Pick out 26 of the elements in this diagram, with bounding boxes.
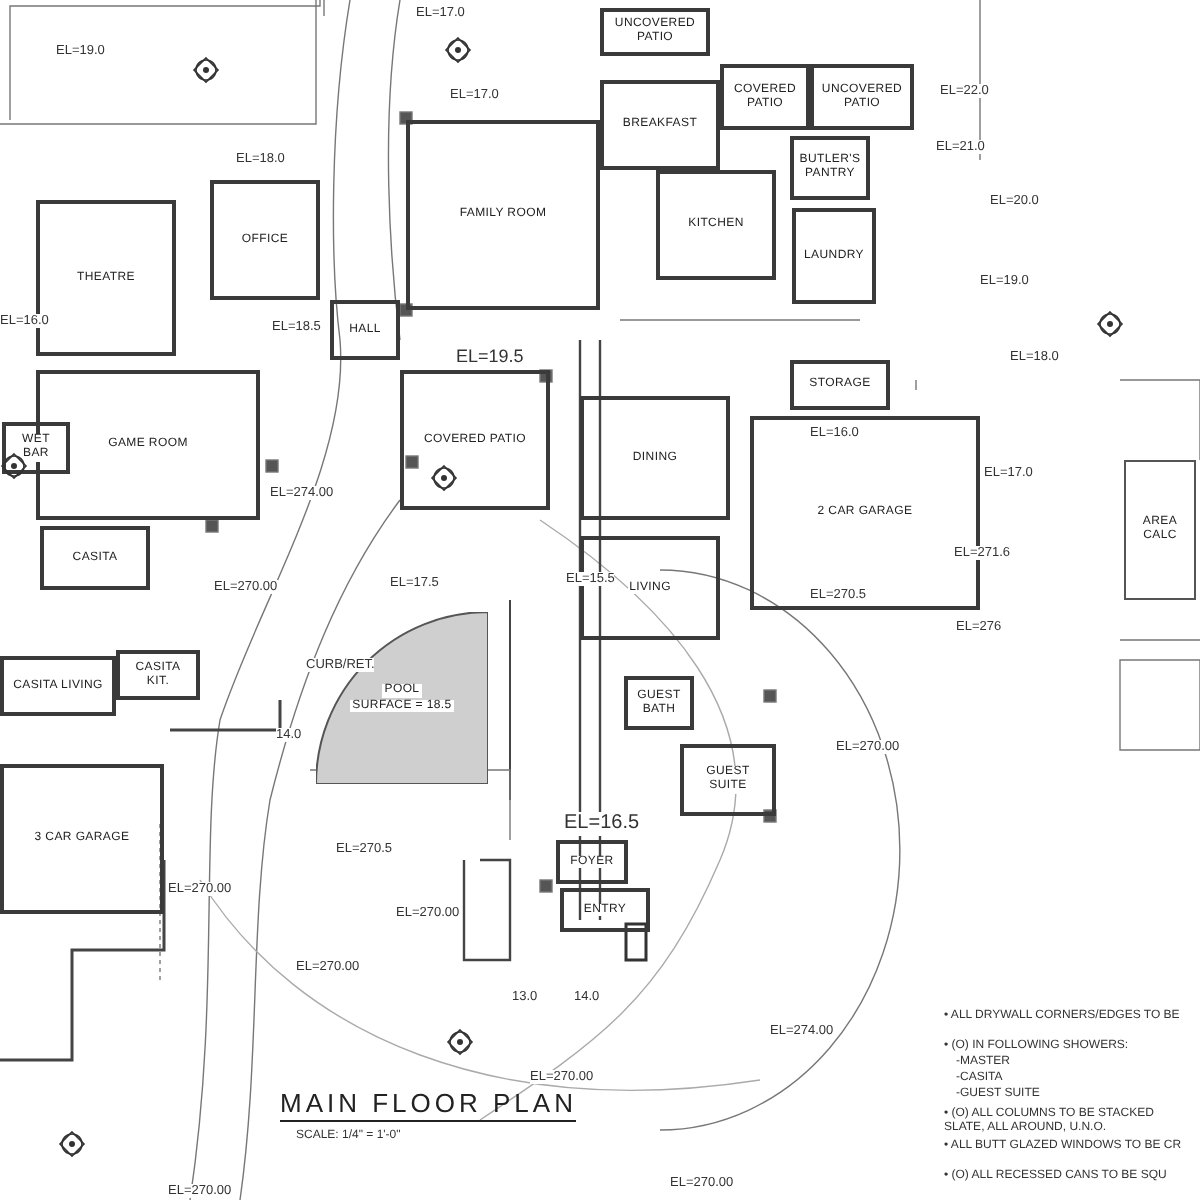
plan-note: EL=16.5 [564, 812, 640, 835]
room-outline [656, 170, 776, 280]
room-outline [560, 888, 650, 932]
area-table [1124, 460, 1196, 600]
room-outline [792, 208, 876, 304]
room-outline [406, 120, 600, 310]
room-outline [2, 422, 70, 474]
room-outline [600, 80, 720, 170]
room-outline [556, 840, 628, 884]
room-outline [680, 744, 776, 816]
room-outline [600, 8, 710, 56]
room-outline [580, 396, 730, 520]
room-outline [624, 676, 694, 730]
room-outline [790, 360, 890, 410]
room-outline [810, 64, 914, 130]
room-outline [210, 180, 320, 300]
room-outline [400, 370, 550, 510]
room-outline [330, 300, 400, 360]
plan-note: EL=19.5 [456, 346, 524, 367]
room-outline [116, 650, 200, 700]
room-outline [0, 764, 164, 914]
room-outline [720, 64, 810, 130]
room-outline [0, 656, 116, 716]
room-outline [40, 526, 150, 590]
drawing-title: MAIN FLOOR PLAN [280, 1088, 577, 1122]
room-outline [790, 136, 870, 200]
